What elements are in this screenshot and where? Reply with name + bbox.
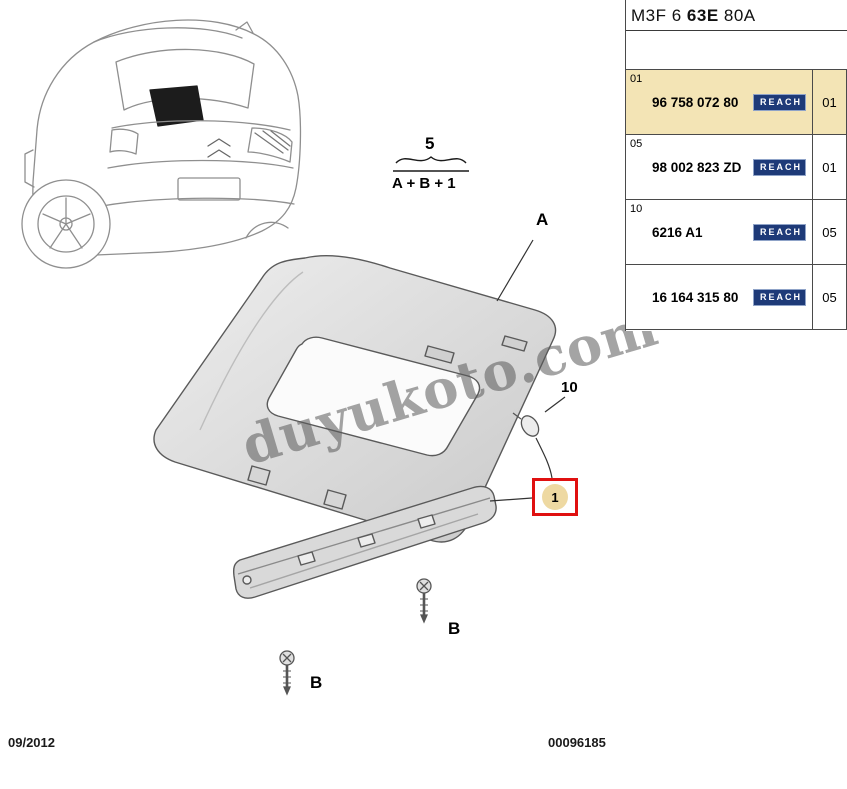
part-row[interactable]: 01 96 758 072 80 REACH 01 [626, 70, 846, 135]
callout-10-label[interactable]: 10 [561, 379, 578, 396]
catalog-code-bold: 63E [686, 6, 719, 25]
group-brace [393, 156, 469, 172]
part-number: 6216 A1 [652, 224, 703, 240]
callout-b-label: B [310, 673, 323, 692]
parts-table: 01 96 758 072 80 REACH 01 05 98 002 823 … [626, 69, 847, 330]
callout-1-label: 1 [542, 484, 568, 510]
lamp-bracket-art [232, 485, 497, 599]
part-row-main: 96 758 072 80 REACH [626, 70, 846, 134]
figure-number: 00096185 [548, 735, 606, 750]
bulb-art [512, 412, 540, 437]
part-row-index: 05 [630, 138, 643, 150]
part-number: 98 002 823 ZD [652, 159, 742, 175]
part-number: 96 758 072 80 [652, 94, 739, 110]
diagram-area: 5 A + B + 1 A 10 B B 1 duyukoto.com 09/2… [8, 19, 665, 750]
screw-art [279, 578, 432, 696]
group-count-label: 5 [425, 134, 435, 153]
callout-1-hotspot[interactable]: 1 [532, 478, 578, 516]
leader-lines [489, 239, 566, 502]
catalog-code-suffix: 80A [718, 6, 756, 25]
reach-badge[interactable]: REACH [752, 223, 806, 241]
part-qty: 01 [812, 70, 846, 134]
part-row-index: 01 [630, 73, 643, 85]
part-row[interactable]: 10 6216 A1 REACH 05 [626, 200, 846, 265]
date-code: 09/2012 [8, 735, 55, 750]
part-row-index: 10 [630, 203, 643, 215]
part-row-main: 6216 A1 REACH [626, 200, 846, 264]
part-qty: 05 [812, 265, 846, 329]
group-formula-label: A + B + 1 [392, 175, 456, 192]
reach-badge[interactable]: REACH [752, 93, 806, 111]
part-row[interactable]: 16 164 315 80 REACH 05 [626, 265, 846, 330]
part-row-main: 16 164 315 80 REACH [626, 265, 846, 329]
reach-badge[interactable]: REACH [752, 288, 806, 306]
car-sketch [21, 19, 302, 269]
callout-a-label: A [536, 210, 549, 229]
part-qty: 05 [812, 200, 846, 264]
part-number: 16 164 315 80 [652, 289, 739, 305]
callout-b-label: B [448, 619, 461, 638]
part-qty: 01 [812, 135, 846, 199]
diagram-art [21, 19, 566, 696]
catalog-code-header: M3F 6 63E 80A [626, 0, 847, 31]
part-row[interactable]: 05 98 002 823 ZD REACH 01 [626, 135, 846, 200]
parts-panel: M3F 6 63E 80A 01 96 758 072 80 REACH 01 … [625, 0, 847, 331]
reach-badge[interactable]: REACH [752, 158, 806, 176]
catalog-code-prefix: M3F 6 [631, 6, 687, 25]
part-row-main: 98 002 823 ZD REACH [626, 135, 846, 199]
